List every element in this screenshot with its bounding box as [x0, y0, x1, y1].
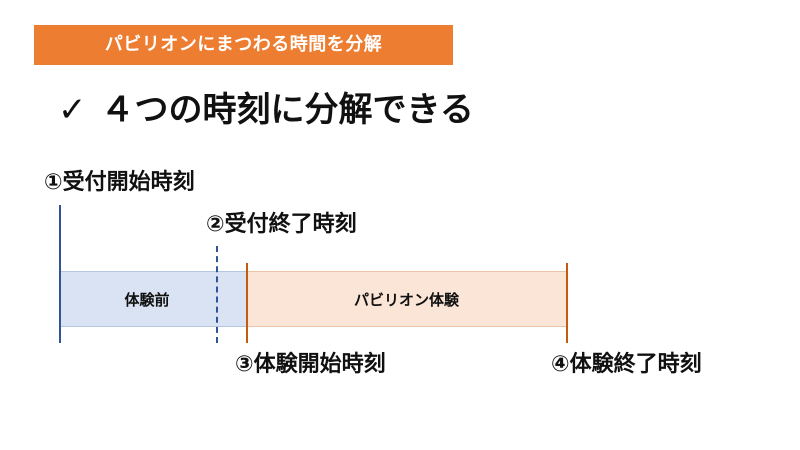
reception-end-marker — [216, 246, 218, 343]
experience-end-label: ④体験終了時刻 — [551, 352, 702, 377]
phase-before-experience: 体験前 — [59, 271, 247, 327]
experience-end-marker — [566, 263, 568, 343]
phase-pavilion-experience: パビリオン体験 — [247, 271, 567, 327]
experience-start-marker — [246, 263, 248, 343]
reception-start-marker — [59, 205, 61, 343]
reception-end-label: ②受付終了時刻 — [206, 212, 357, 237]
main-heading-text: ４つの時刻に分解できる — [100, 90, 474, 130]
reception-start-label: ①受付開始時刻 — [44, 170, 195, 195]
phase-before-label: 体験前 — [124, 290, 170, 309]
phase-pavilion-label: パビリオン体験 — [353, 290, 459, 309]
main-heading: ✓ ４つの時刻に分解できる — [58, 86, 474, 134]
header-badge: パビリオンにまつわる時間を分解 — [34, 25, 453, 65]
experience-start-label: ③体験開始時刻 — [235, 352, 386, 377]
checkmark-icon: ✓ — [58, 90, 87, 130]
